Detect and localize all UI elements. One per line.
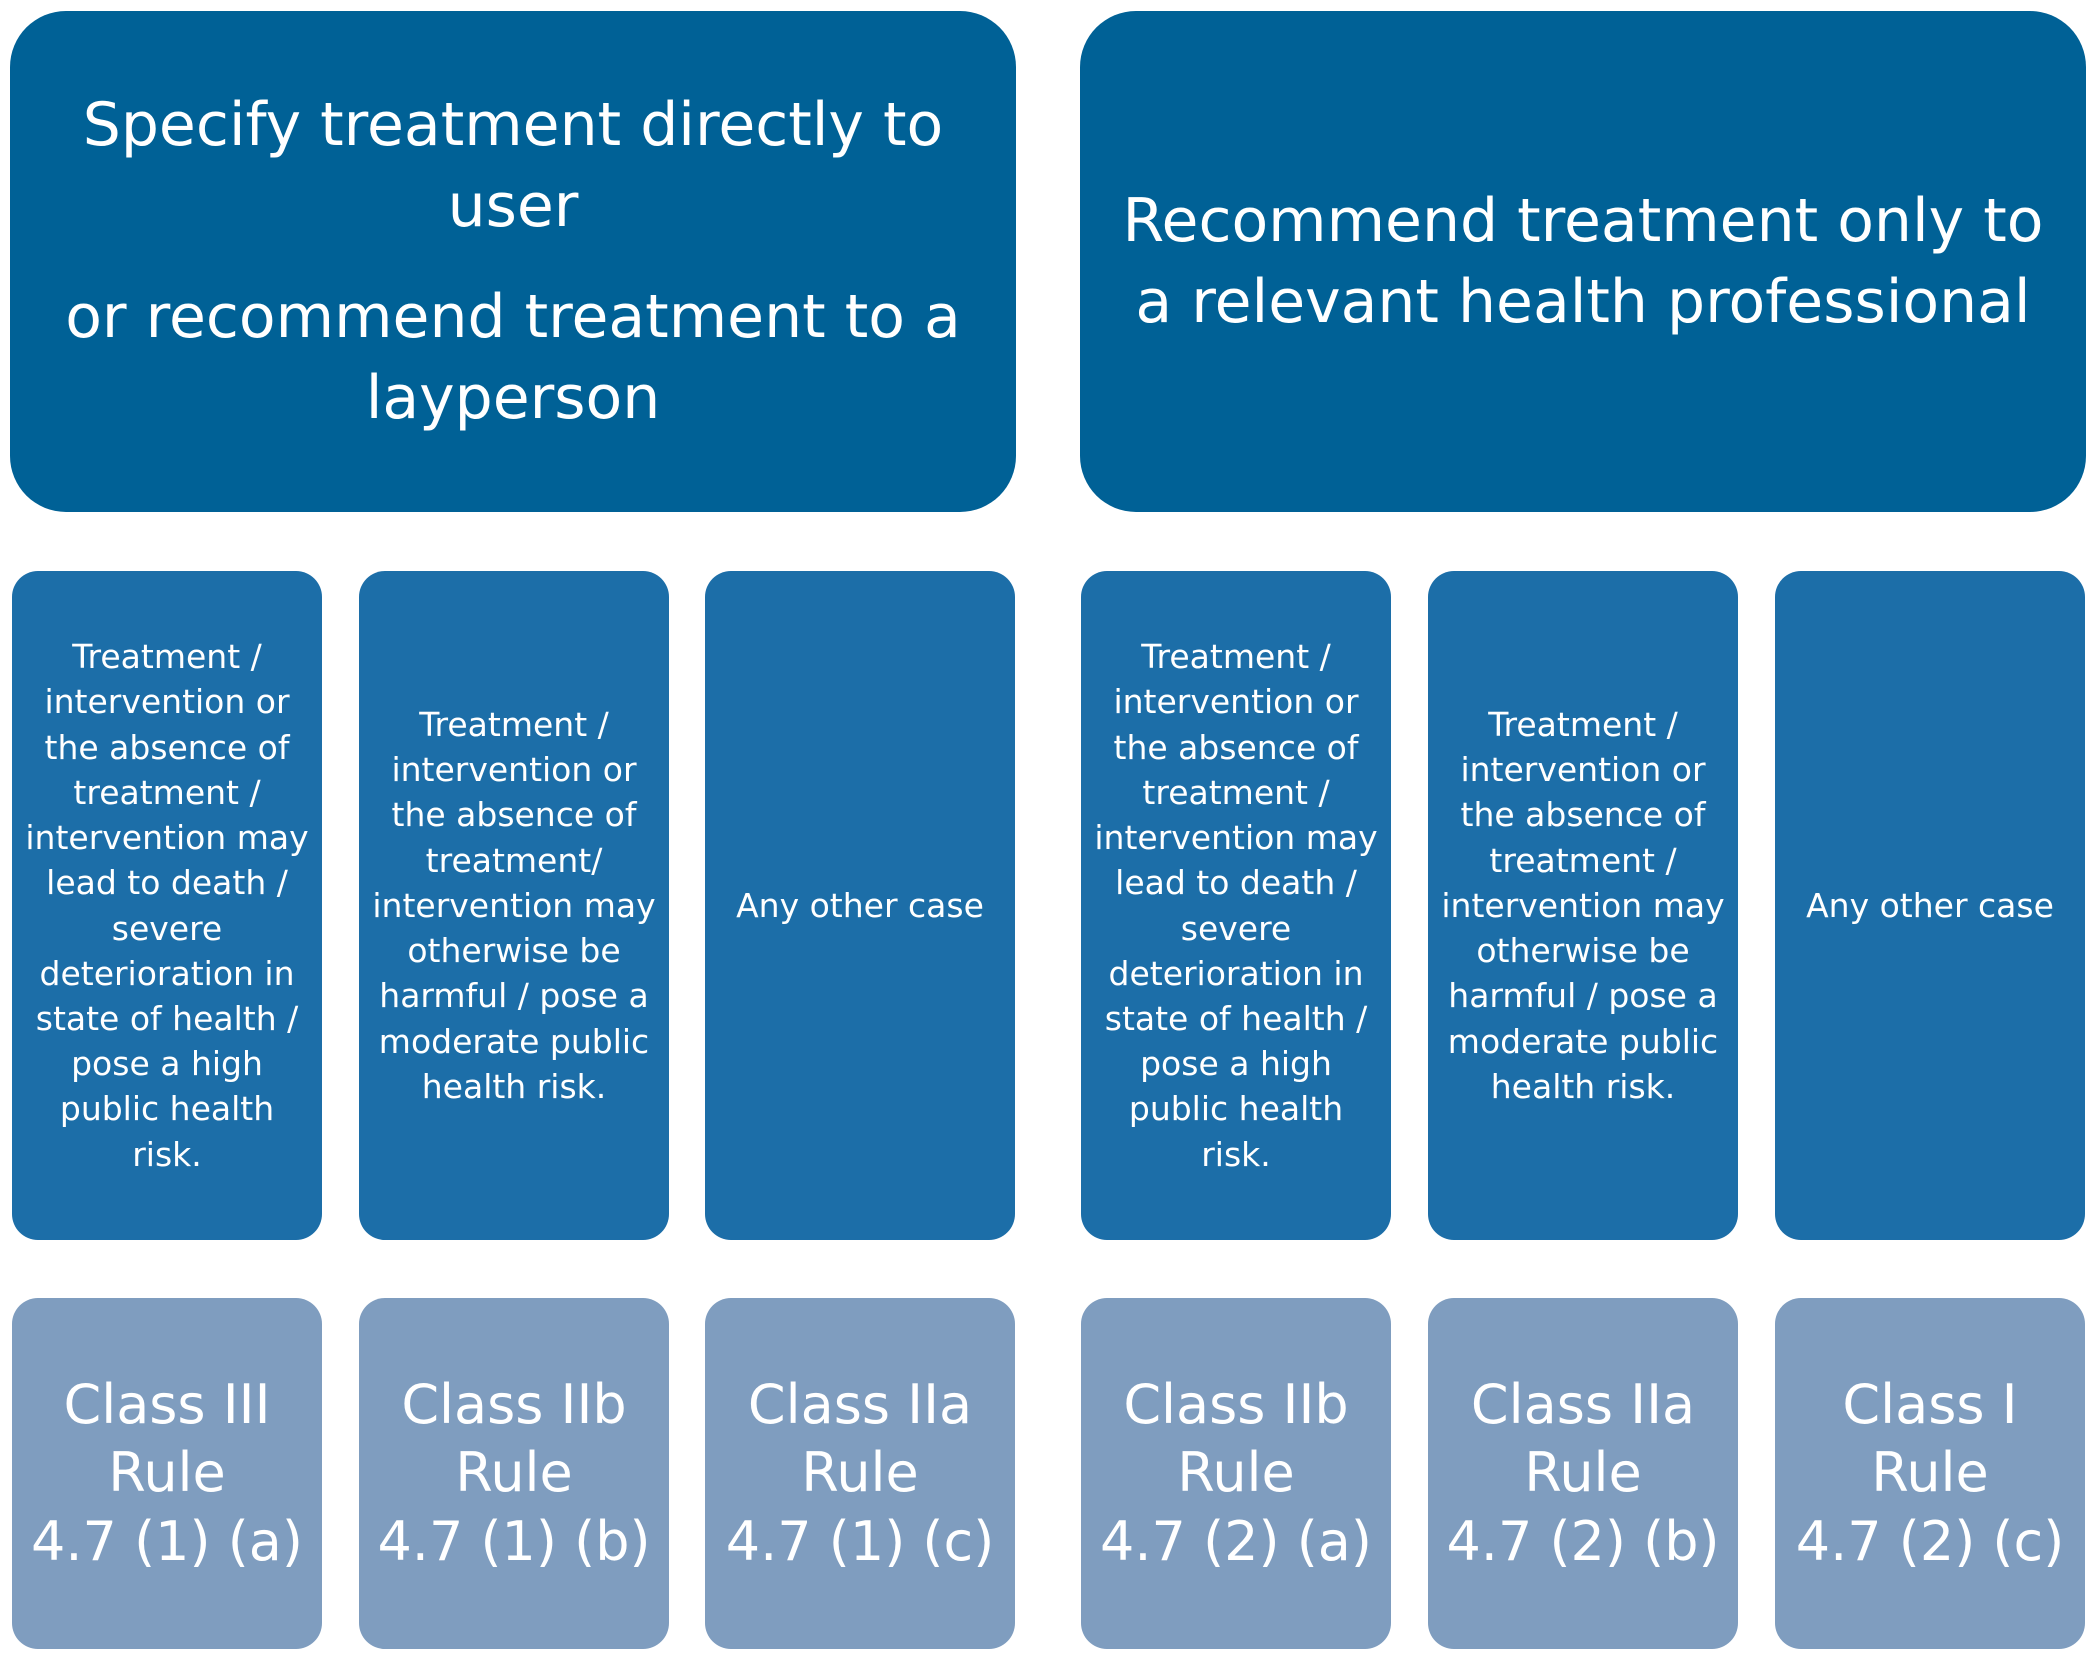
rule-ref: 4.7 (2) (a) bbox=[1100, 1509, 1372, 1573]
header-direct-to-user: Specify treatment directly to user or re… bbox=[10, 11, 1016, 512]
class-box-2: Class IIb Rule 4.7 (1) (b) bbox=[359, 1298, 669, 1649]
rule-ref: 4.7 (1) (b) bbox=[377, 1509, 651, 1573]
class-box-6: Class I Rule 4.7 (2) (c) bbox=[1775, 1298, 2085, 1649]
class-box-1: Class III Rule 4.7 (1) (a) bbox=[12, 1298, 322, 1649]
class-label: Class IIb bbox=[1123, 1372, 1349, 1436]
condition-box-3: Any other case bbox=[705, 571, 1015, 1240]
rule-ref: 4.7 (2) (b) bbox=[1446, 1509, 1720, 1573]
condition-text: Treatment / intervention or the absence … bbox=[372, 705, 656, 1106]
condition-box-1: Treatment / intervention or the absence … bbox=[12, 571, 322, 1240]
class-box-4: Class IIb Rule 4.7 (2) (a) bbox=[1081, 1298, 1391, 1649]
class-label: Class IIa bbox=[747, 1372, 973, 1436]
rule-label: Rule bbox=[1177, 1441, 1295, 1505]
condition-text: Any other case bbox=[736, 885, 984, 925]
rule-label: Rule bbox=[1524, 1441, 1642, 1505]
condition-text: Treatment / intervention or the absence … bbox=[1441, 705, 1725, 1106]
class-label: Class III bbox=[63, 1372, 271, 1436]
header-professional-line1: Recommend treatment only to a relevant h… bbox=[1122, 185, 2044, 337]
condition-box-5: Treatment / intervention or the absence … bbox=[1428, 571, 1738, 1240]
header-health-professional: Recommend treatment only to a relevant h… bbox=[1080, 11, 2086, 512]
condition-box-4: Treatment / intervention or the absence … bbox=[1081, 571, 1391, 1240]
header-direct-line1: Specify treatment directly to user bbox=[82, 89, 944, 241]
header-direct-line2: or recommend treatment to a layperson bbox=[65, 281, 961, 433]
condition-text: Treatment / intervention or the absence … bbox=[25, 637, 309, 1174]
rule-label: Rule bbox=[108, 1441, 226, 1505]
rule-ref: 4.7 (2) (c) bbox=[1795, 1509, 2065, 1573]
class-label: Class IIa bbox=[1470, 1372, 1696, 1436]
rule-label: Rule bbox=[801, 1441, 919, 1505]
class-box-3: Class IIa Rule 4.7 (1) (c) bbox=[705, 1298, 1015, 1649]
rule-label: Rule bbox=[1871, 1441, 1989, 1505]
condition-box-2: Treatment / intervention or the absence … bbox=[359, 571, 669, 1240]
rule-ref: 4.7 (1) (c) bbox=[725, 1509, 995, 1573]
condition-text: Treatment / intervention or the absence … bbox=[1094, 637, 1378, 1174]
class-label: Class I bbox=[1842, 1372, 2018, 1436]
condition-box-6: Any other case bbox=[1775, 571, 2085, 1240]
condition-text: Any other case bbox=[1806, 885, 2054, 925]
rule-label: Rule bbox=[455, 1441, 573, 1505]
rule-ref: 4.7 (1) (a) bbox=[31, 1509, 303, 1573]
class-box-5: Class IIa Rule 4.7 (2) (b) bbox=[1428, 1298, 1738, 1649]
class-label: Class IIb bbox=[401, 1372, 627, 1436]
